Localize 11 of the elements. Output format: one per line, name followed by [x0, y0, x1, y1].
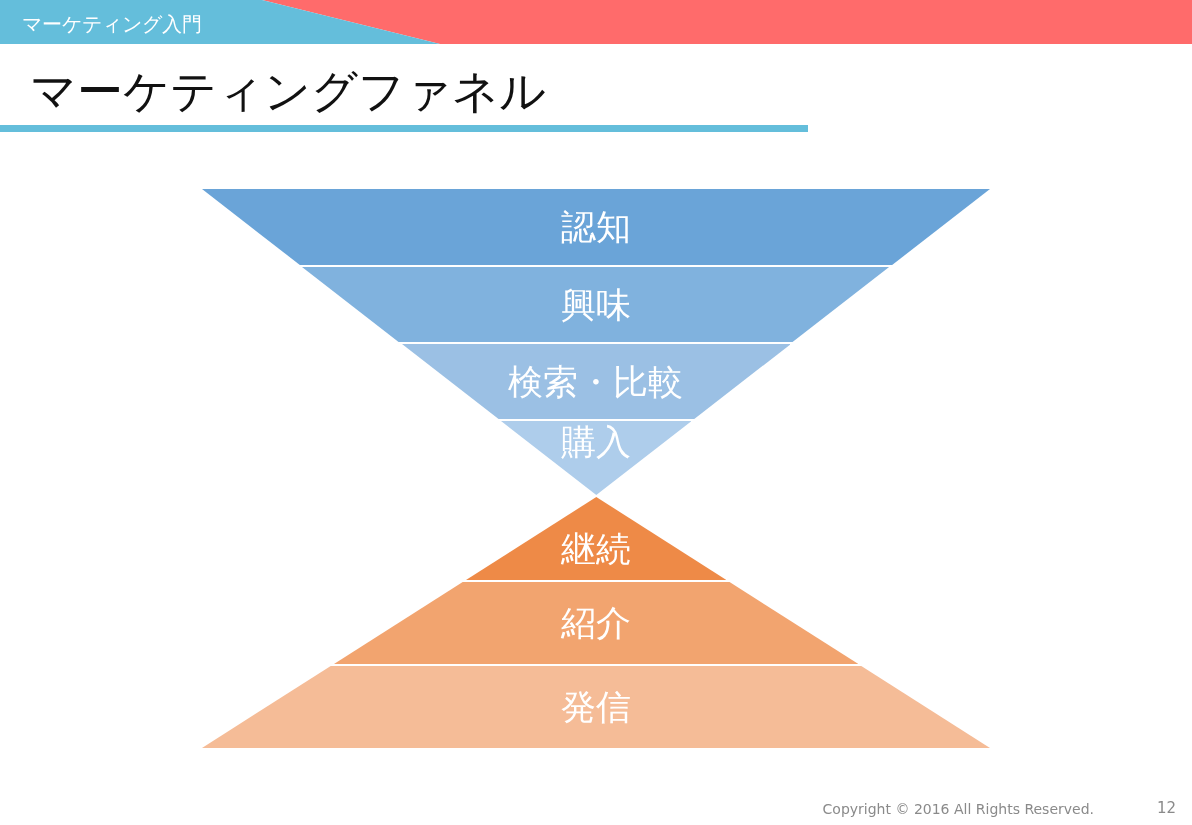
section-label: マーケティング入門 — [22, 14, 202, 34]
band-label: 継続 — [561, 531, 631, 567]
band-label: 紹介 — [561, 605, 631, 641]
slide-title: マーケティングファネル — [30, 68, 546, 114]
band-label: 発信 — [561, 689, 631, 725]
band-label: 認知 — [561, 209, 631, 245]
band-label: 興味 — [561, 287, 631, 322]
band-label: 検索・比較 — [508, 364, 684, 399]
band-label: 購入 — [561, 424, 631, 460]
page-number: 12 — [1157, 801, 1177, 816]
copyright-notice: Copyright © 2016 All Rights Reserved. — [822, 802, 1094, 816]
